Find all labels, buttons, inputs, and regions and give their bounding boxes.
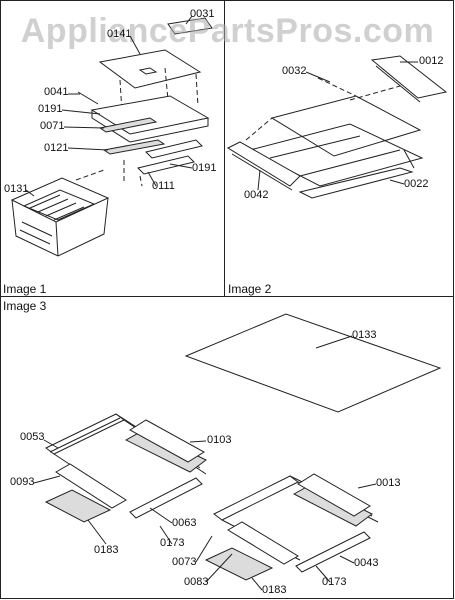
- frame-image3: [0, 296, 454, 599]
- callout-0043[interactable]: 0043: [354, 557, 379, 569]
- callout-0071[interactable]: 0071: [40, 120, 65, 132]
- callout-0022[interactable]: 0022: [404, 178, 429, 190]
- callout-0141[interactable]: 0141: [107, 28, 132, 40]
- panel-label-image1: Image 1: [3, 282, 47, 296]
- callout-0103[interactable]: 0103: [207, 434, 232, 446]
- image2-drawing: [226, 55, 448, 199]
- callout-0032[interactable]: 0032: [282, 65, 307, 77]
- callout-0031[interactable]: 0031: [190, 8, 215, 20]
- callout-0183-right[interactable]: 0183: [262, 584, 287, 596]
- callout-0121[interactable]: 0121: [44, 142, 69, 154]
- callout-0073[interactable]: 0073: [172, 556, 197, 568]
- callout-0191-upper[interactable]: 0191: [38, 103, 63, 115]
- callout-0053[interactable]: 0053: [20, 431, 45, 443]
- image1-drawing: [10, 17, 213, 257]
- callout-0131[interactable]: 0131: [4, 183, 29, 195]
- callout-0111[interactable]: 0111: [152, 180, 175, 192]
- callout-0173-right[interactable]: 0173: [322, 576, 347, 588]
- callout-0013[interactable]: 0013: [376, 477, 401, 489]
- callout-0012[interactable]: 0012: [419, 55, 444, 67]
- callout-0191-lower[interactable]: 0191: [192, 162, 217, 174]
- callout-0133[interactable]: 0133: [352, 329, 377, 341]
- callout-0183-left[interactable]: 0183: [94, 544, 119, 556]
- callout-0041[interactable]: 0041: [44, 86, 69, 98]
- callout-0042[interactable]: 0042: [244, 189, 269, 201]
- callout-0063[interactable]: 0063: [172, 517, 197, 529]
- panel-label-image3: Image 3: [3, 299, 47, 313]
- image3-drawing: [44, 313, 442, 581]
- callout-0093[interactable]: 0093: [10, 476, 35, 488]
- callout-0083[interactable]: 0083: [184, 576, 209, 588]
- panel-label-image2: Image 2: [228, 282, 272, 296]
- callout-0173-left[interactable]: 0173: [160, 537, 185, 549]
